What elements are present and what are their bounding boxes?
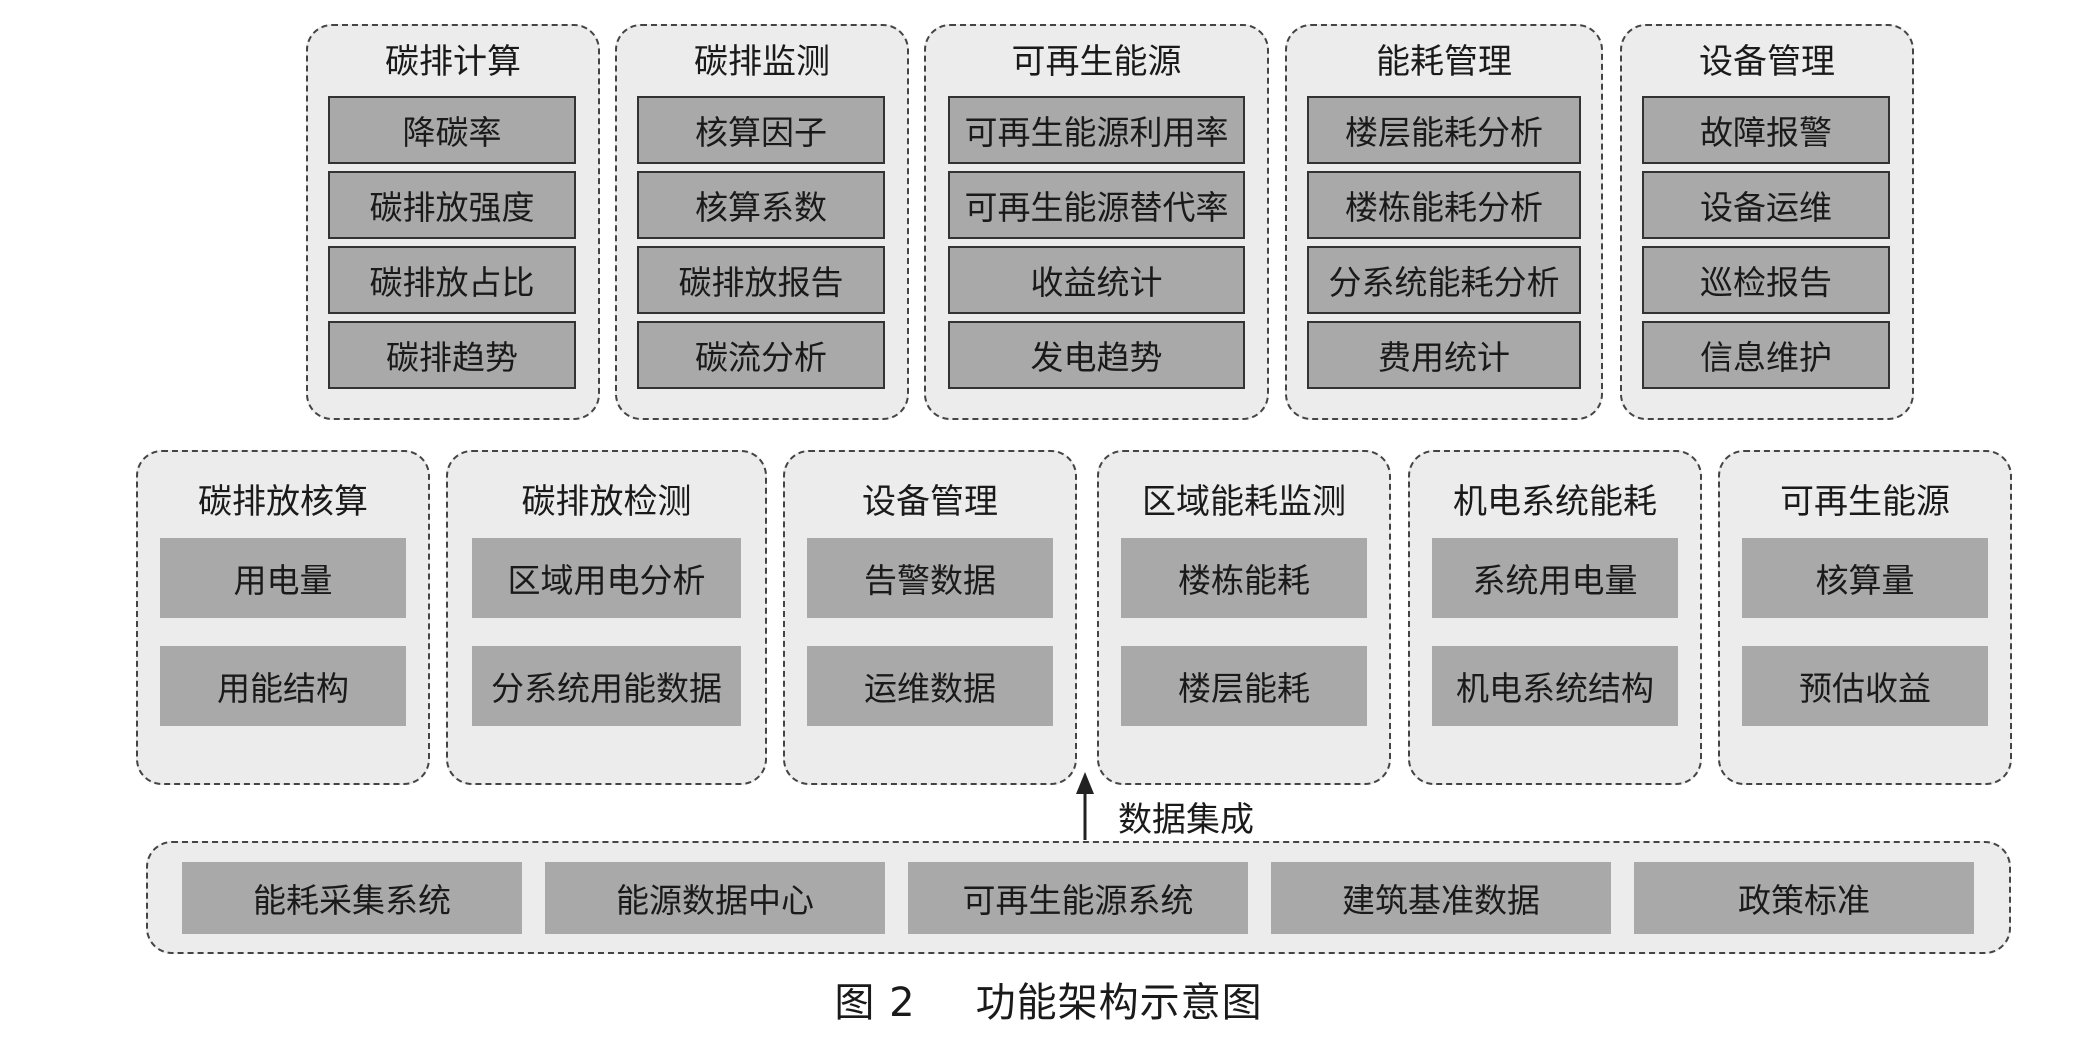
module-carbon-monitoring: 碳排监测 核算因子 核算系数 碳排放报告 碳流分析 xyxy=(615,24,909,420)
module-equipment-management: 设备管理 故障报警 设备运维 巡检报告 信息维护 xyxy=(1620,24,1914,420)
data-source-item: 政策标准 xyxy=(1634,862,1974,934)
module-item: 楼层能耗分析 xyxy=(1307,96,1581,164)
module-title: 可再生能源 xyxy=(1780,482,1950,522)
figure-number: 图 2 xyxy=(834,980,916,1026)
module-item: 收益统计 xyxy=(948,246,1245,314)
module-item: 碳流分析 xyxy=(637,321,885,389)
module-item: 巡检报告 xyxy=(1642,246,1890,314)
data-source-layer: 能耗采集系统 能源数据中心 可再生能源系统 建筑基准数据 政策标准 xyxy=(146,841,2011,954)
module-item: 费用统计 xyxy=(1307,321,1581,389)
module-item: 可再生能源利用率 xyxy=(948,96,1245,164)
module-item: 系统用电量 xyxy=(1432,538,1678,618)
module-title: 碳排放检测 xyxy=(521,482,692,522)
module-item: 碳排放占比 xyxy=(328,246,576,314)
module-item: 可再生能源替代率 xyxy=(948,171,1245,239)
figure-title: 功能架构示意图 xyxy=(975,980,1263,1026)
module-item: 降碳率 xyxy=(328,96,576,164)
module-item: 核算系数 xyxy=(637,171,885,239)
module-item: 告警数据 xyxy=(807,538,1053,618)
module-carbon-accounting: 碳排放核算 用电量 用能结构 xyxy=(136,450,430,785)
module-title: 区域能耗监测 xyxy=(1142,482,1346,522)
module-item: 发电趋势 xyxy=(948,321,1245,389)
module-title: 设备管理 xyxy=(1699,42,1835,82)
module-item: 楼层能耗 xyxy=(1121,646,1367,726)
data-source-item: 建筑基准数据 xyxy=(1271,862,1611,934)
module-mep-energy: 机电系统能耗 系统用电量 机电系统结构 xyxy=(1408,450,1702,785)
module-area-energy-monitoring: 区域能耗监测 楼栋能耗 楼层能耗 xyxy=(1097,450,1391,785)
module-renewable-energy: 可再生能源 可再生能源利用率 可再生能源替代率 收益统计 发电趋势 xyxy=(924,24,1269,420)
module-item: 用能结构 xyxy=(160,646,406,726)
module-carbon-detection: 碳排放检测 区域用电分析 分系统用能数据 xyxy=(446,450,767,785)
module-item: 核算量 xyxy=(1742,538,1988,618)
module-title: 碳排计算 xyxy=(385,42,521,82)
module-item: 区域用电分析 xyxy=(472,538,741,618)
module-energy-management: 能耗管理 楼层能耗分析 楼栋能耗分析 分系统能耗分析 费用统计 xyxy=(1285,24,1603,420)
data-integration-label: 数据集成 xyxy=(1118,800,1254,840)
module-item: 信息维护 xyxy=(1642,321,1890,389)
module-equipment-data: 设备管理 告警数据 运维数据 xyxy=(783,450,1077,785)
module-item: 分系统用能数据 xyxy=(472,646,741,726)
module-item: 分系统能耗分析 xyxy=(1307,246,1581,314)
module-item: 运维数据 xyxy=(807,646,1053,726)
module-renewable-data: 可再生能源 核算量 预估收益 xyxy=(1718,450,2012,785)
module-item: 预估收益 xyxy=(1742,646,1988,726)
module-item: 碳排放强度 xyxy=(328,171,576,239)
module-title: 机电系统能耗 xyxy=(1453,482,1657,522)
module-title: 能耗管理 xyxy=(1376,42,1512,82)
data-source-item: 能源数据中心 xyxy=(545,862,885,934)
module-title: 碳排放核算 xyxy=(198,482,368,522)
module-item: 碳排趋势 xyxy=(328,321,576,389)
data-source-item: 能耗采集系统 xyxy=(182,862,522,934)
module-carbon-calculation: 碳排计算 降碳率 碳排放强度 碳排放占比 碳排趋势 xyxy=(306,24,600,420)
module-item: 核算因子 xyxy=(637,96,885,164)
module-title: 碳排监测 xyxy=(694,42,830,82)
module-item: 用电量 xyxy=(160,538,406,618)
figure-caption: 图 2 功能架构示意图 xyxy=(0,970,2097,1028)
module-item: 楼栋能耗 xyxy=(1121,538,1367,618)
module-item: 楼栋能耗分析 xyxy=(1307,171,1581,239)
module-item: 碳排放报告 xyxy=(637,246,885,314)
module-item: 设备运维 xyxy=(1642,171,1890,239)
module-item: 故障报警 xyxy=(1642,96,1890,164)
data-source-item: 可再生能源系统 xyxy=(908,862,1248,934)
module-title: 设备管理 xyxy=(862,482,998,522)
module-title: 可再生能源 xyxy=(1011,42,1182,82)
module-item: 机电系统结构 xyxy=(1432,646,1678,726)
